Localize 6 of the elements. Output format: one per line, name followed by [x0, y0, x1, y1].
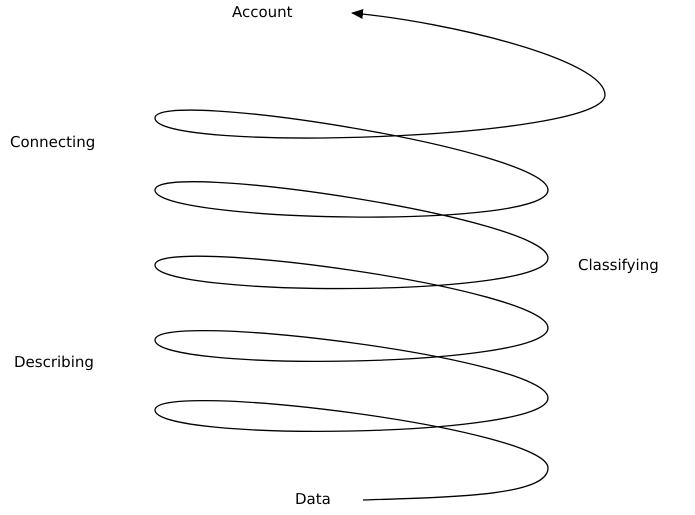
spiral-arrow — [154, 9, 606, 501]
stage-label: Describing — [14, 353, 94, 371]
stage-label: Connecting — [10, 133, 96, 151]
node-label: Account — [232, 3, 293, 21]
node-label: Data — [295, 490, 331, 508]
stage-label: Classifying — [578, 256, 659, 274]
